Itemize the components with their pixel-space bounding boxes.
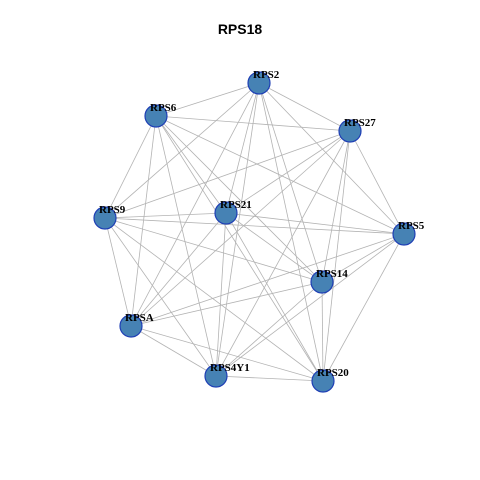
node-label-rps27: RPS27 bbox=[344, 117, 376, 129]
edge-rps2-rps6 bbox=[155, 82, 260, 117]
edge-rps2-rps5 bbox=[258, 82, 405, 235]
edge-rps21-rpsa bbox=[130, 212, 227, 327]
edge-rps14-rps4y1 bbox=[215, 281, 323, 377]
edge-rps27-rps20 bbox=[322, 130, 351, 382]
node-rps27[interactable] bbox=[338, 119, 362, 143]
node-rps14[interactable] bbox=[310, 270, 334, 294]
edge-rps9-rps5 bbox=[104, 217, 405, 235]
node-rps6[interactable] bbox=[144, 104, 168, 128]
edge-rps27-rps14 bbox=[321, 130, 351, 283]
edge-rps27-rps21 bbox=[225, 130, 351, 214]
node-rpsa[interactable] bbox=[119, 314, 143, 338]
edge-rps6-rps20 bbox=[155, 115, 324, 382]
node-rps4y1[interactable] bbox=[204, 364, 228, 388]
edge-rps27-rps9 bbox=[104, 130, 351, 219]
edge-rps21-rps4y1 bbox=[215, 212, 227, 377]
edge-rps5-rpsa bbox=[130, 233, 405, 327]
plot-title: RPS18 bbox=[217, 21, 263, 37]
edge-rps5-rps20 bbox=[322, 233, 405, 382]
edge-rps6-rps5 bbox=[155, 115, 405, 235]
edge-rps21-rps20 bbox=[225, 212, 324, 382]
node-label-rps9: RPS9 bbox=[99, 204, 126, 216]
node-layer bbox=[93, 71, 416, 393]
edge-layer bbox=[104, 82, 405, 382]
edge-rps6-rps4y1 bbox=[155, 115, 217, 377]
node-label-rps14: RPS14 bbox=[316, 268, 348, 280]
edge-rps9-rpsa bbox=[104, 217, 132, 327]
node-rps2[interactable] bbox=[247, 71, 271, 95]
node-label-rps4y1: RPS4Y1 bbox=[210, 362, 250, 374]
edge-rps9-rps20 bbox=[104, 217, 324, 382]
edge-rps14-rps20 bbox=[321, 281, 324, 382]
edge-rps27-rps5 bbox=[349, 130, 405, 235]
edge-rps5-rps14 bbox=[321, 233, 405, 283]
node-rps9[interactable] bbox=[93, 206, 117, 230]
node-label-rps21: RPS21 bbox=[220, 199, 252, 211]
node-rps5[interactable] bbox=[392, 222, 416, 246]
edge-rps2-rps27 bbox=[258, 82, 351, 132]
node-label-rps20: RPS20 bbox=[317, 367, 349, 379]
edge-rps2-rps9 bbox=[104, 82, 260, 219]
edge-rps4y1-rps20 bbox=[215, 375, 324, 382]
edge-rps14-rpsa bbox=[130, 281, 323, 327]
edge-rps9-rps14 bbox=[104, 217, 323, 283]
edge-rps9-rps21 bbox=[104, 212, 227, 219]
edge-rps2-rps14 bbox=[258, 82, 323, 283]
edge-rps6-rps21 bbox=[155, 115, 227, 214]
edge-rps9-rps4y1 bbox=[104, 217, 217, 377]
node-label-rpsa: RPSA bbox=[125, 312, 154, 324]
edge-rps21-rps5 bbox=[225, 212, 405, 235]
node-label-rps6: RPS6 bbox=[150, 102, 177, 114]
edge-rps6-rps14 bbox=[155, 115, 323, 283]
node-label-rps2: RPS2 bbox=[253, 69, 280, 81]
edge-rps21-rps14 bbox=[225, 212, 323, 283]
node-label-rps5: RPS5 bbox=[398, 220, 425, 232]
node-rps20[interactable] bbox=[311, 369, 335, 393]
edge-rps5-rps4y1 bbox=[215, 233, 405, 377]
edge-rpsa-rps4y1 bbox=[130, 325, 217, 377]
edge-rps27-rpsa bbox=[130, 130, 351, 327]
edge-rps2-rps4y1 bbox=[215, 82, 260, 377]
edge-rps6-rpsa bbox=[130, 115, 157, 327]
edge-rps6-rps27 bbox=[155, 115, 351, 132]
edge-rps6-rps9 bbox=[104, 115, 157, 219]
edge-rps2-rps20 bbox=[258, 82, 324, 382]
node-rps21[interactable] bbox=[214, 201, 238, 225]
edge-rpsa-rps20 bbox=[130, 325, 324, 382]
